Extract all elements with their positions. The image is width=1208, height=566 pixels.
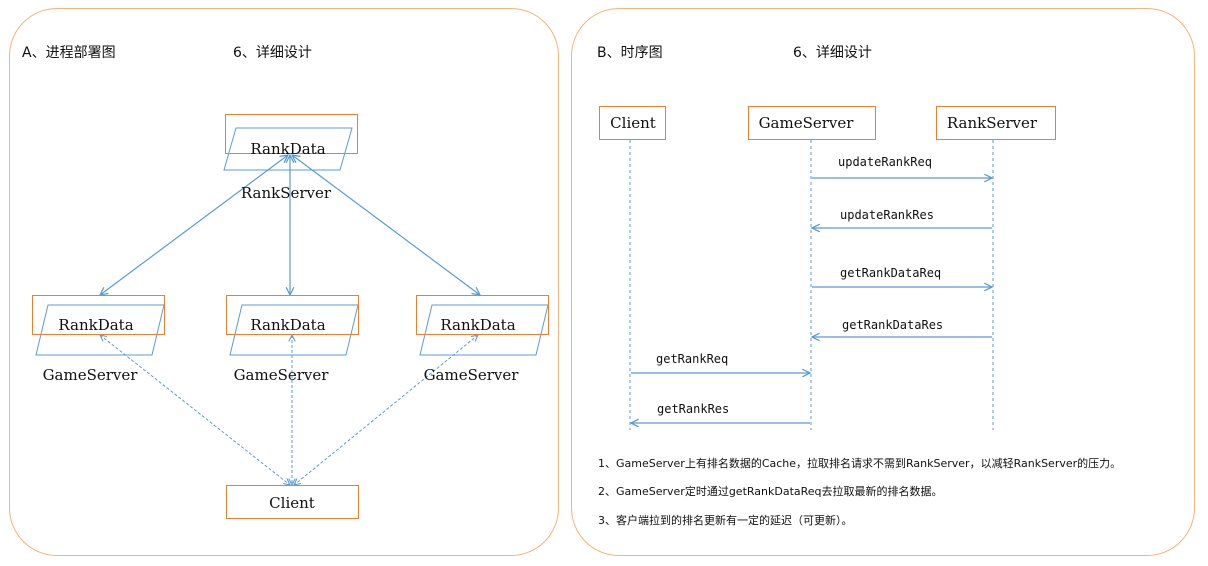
gameserver-2-label: GameServer <box>233 366 329 384</box>
gameserver-1-label: GameServer <box>42 366 138 384</box>
participant-client-label: Client <box>610 114 656 132</box>
link-rank-to-game-1 <box>100 155 288 295</box>
gameserver-3-label: GameServer <box>423 366 519 384</box>
gameserver-2-rankdata-label: RankData <box>250 316 326 334</box>
gameserver-1-rankdata-label: RankData <box>58 316 134 334</box>
participant-rankserver-box <box>936 106 1056 140</box>
client-label: Client <box>269 494 315 512</box>
note-2: 2、GameServer定时通过getRankDataReq去拉取最新的排名数据… <box>598 485 943 498</box>
message-label-5: getRankReq <box>656 352 729 366</box>
rankserver-label: RankServer <box>240 184 332 202</box>
gameserver-box-1 <box>32 295 165 335</box>
deployment-subtitle: 6、详细设计 <box>233 45 312 61</box>
gameserver-3-rankdata-label: RankData <box>440 316 516 334</box>
rankserver-box <box>225 114 358 154</box>
deployment-panel <box>9 8 559 556</box>
message-label-6: getRankRes <box>657 402 730 416</box>
sequence-title: B、时序图 <box>597 45 663 61</box>
participant-client-box <box>599 106 666 140</box>
sequence-subtitle: 6、详细设计 <box>793 45 872 61</box>
note-1: 1、GameServer上有排名数据的Cache，拉取排名请求不需到RankSe… <box>598 457 1122 470</box>
participant-gameserver-label: GameServer <box>758 114 854 132</box>
message-label-3: getRankDataReq <box>840 266 942 280</box>
gameserver-box-3 <box>416 295 549 335</box>
rankserver-rankdata-label: RankData <box>250 140 326 158</box>
message-label-1: updateRankReq <box>838 155 932 169</box>
gameserver-box-2 <box>226 295 359 335</box>
sequence-panel <box>571 8 1195 556</box>
note-3: 3、客户端拉到的排名更新有一定的延迟（可更新）。 <box>598 514 853 527</box>
link-game-3-to-client <box>294 335 478 485</box>
participant-gameserver-box <box>748 106 876 140</box>
participant-rankserver-label: RankServer <box>946 114 1038 132</box>
message-label-4: getRankDataRes <box>842 318 944 332</box>
client-box <box>226 485 359 519</box>
link-game-1-to-client <box>100 335 290 485</box>
deployment-title: A、进程部署图 <box>22 45 116 61</box>
link-rank-to-game-3 <box>292 155 480 295</box>
message-label-2: updateRankRes <box>840 208 934 222</box>
